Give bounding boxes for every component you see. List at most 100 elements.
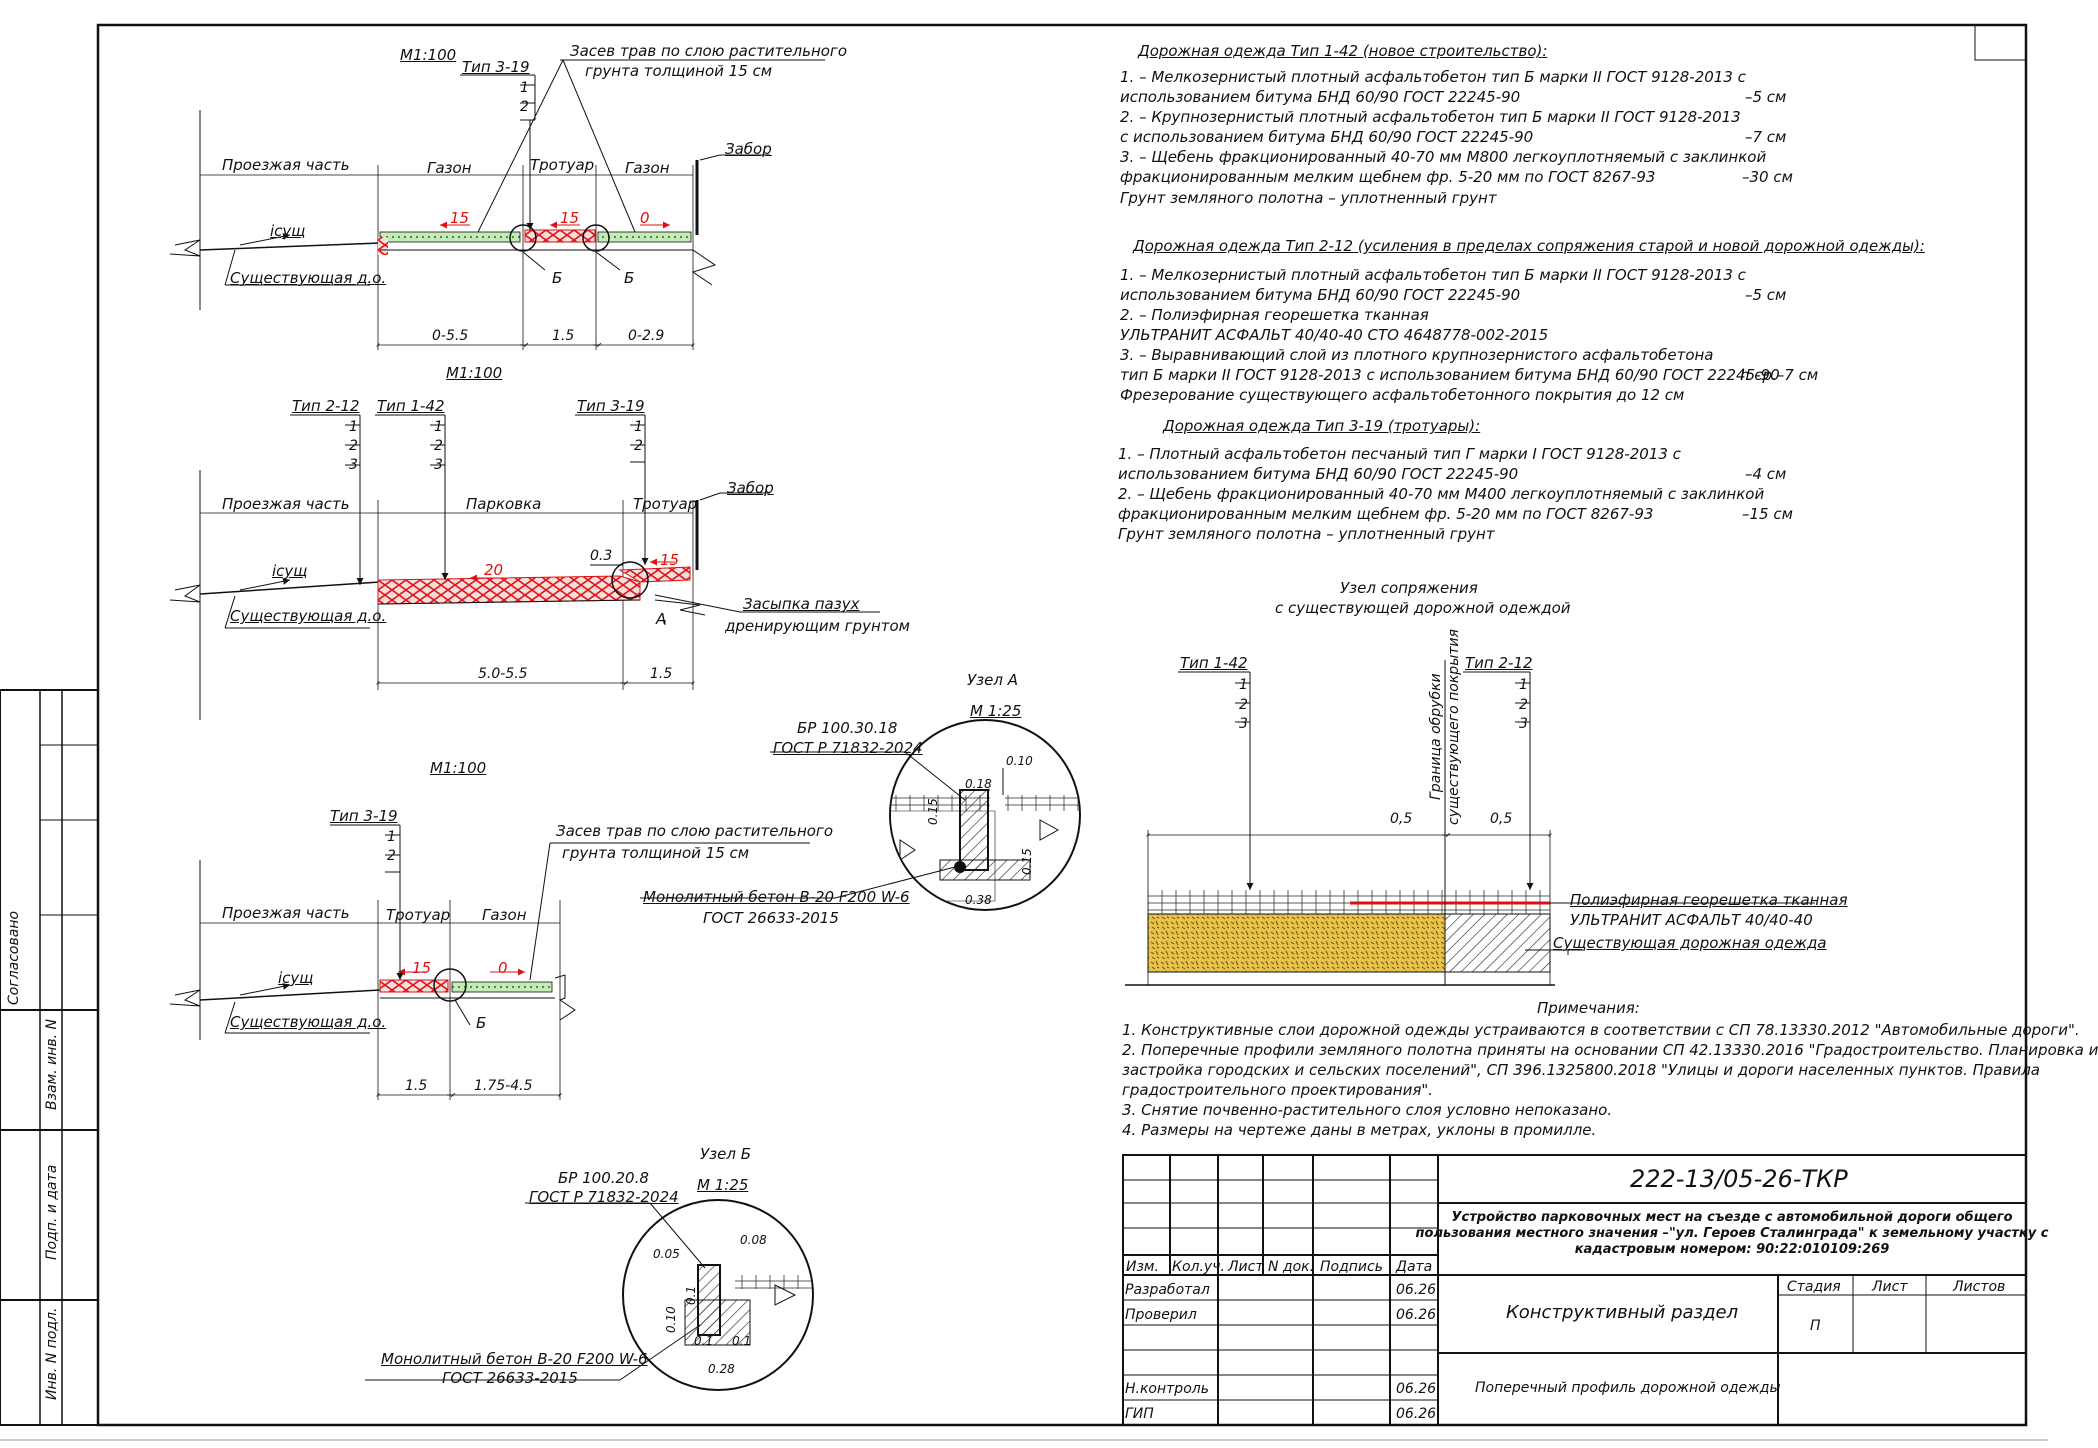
s2-gap: 0.3 <box>590 548 613 564</box>
s3-slope-var: iсущ <box>278 969 314 987</box>
junction-type-a: Тип 1-42 <box>1180 654 1248 672</box>
spec-3-title: Дорожная одежда Тип 3-19 (тротуары): <box>1163 417 1481 435</box>
tb-header-sign: Подпись <box>1320 1259 1383 1275</box>
tb-date: 06.26 <box>1396 1307 1437 1323</box>
spec-3-thk: –15 см <box>1742 505 1793 523</box>
junction-existing: Существующая дорожная одежда <box>1553 934 1827 952</box>
s3-grass-note-2: грунта толщиной 15 см <box>562 844 750 862</box>
s2-zone-parking: Парковка <box>466 495 542 513</box>
s1-layer-2: 2 <box>520 99 529 115</box>
spec-2-line: 1. – Мелкозернистый плотный асфальтобето… <box>1120 266 1746 284</box>
junction-geogrid-1: Полиэфирная георешетка тканная <box>1570 891 1848 909</box>
spec-1-line: использованием битума БНД 60/90 ГОСТ 222… <box>1120 88 1521 106</box>
s2-scale: M1:100 <box>446 364 503 382</box>
s3-scale: M1:100 <box>430 759 487 777</box>
s2-type-a: Тип 2-12 <box>292 397 360 415</box>
s3-grass-note-1: Засев трав по слою растительного <box>556 822 833 840</box>
spec-3-thk: –4 см <box>1745 465 1787 483</box>
project-title-line-1: Устройство парковочных мест на съезде с … <box>1451 1210 2013 1225</box>
s2-fill-note-1: Засыпка пазух <box>743 595 860 613</box>
spec-3-line: фракционированным мелким щебнем фр. 5-20… <box>1118 505 1654 523</box>
s2-fence: Забор <box>727 479 774 497</box>
section-name: Конструктивный раздел <box>1506 1302 1739 1323</box>
node-a-title: Узел А <box>967 671 1018 689</box>
note-line: 4. Размеры на чертеже даны в метрах, укл… <box>1122 1121 1597 1139</box>
spec-1-line: Грунт земляного полотна – уплотненный гр… <box>1120 189 1497 207</box>
junction-title-2: с существующей дорожной одеждой <box>1275 599 1571 617</box>
spec-2-line: УЛЬТРАНИТ АСФАЛЬТ 40/40-40 СТО 4648778-0… <box>1120 326 1549 344</box>
note-line: застройка городских и сельских поселений… <box>1122 1061 2040 1079</box>
spec-1-line: 3. – Щебень фракционированный 40-70 мм М… <box>1120 148 1767 166</box>
node-a-detail <box>640 719 1081 911</box>
s3-node: Б <box>476 1014 487 1032</box>
s1-dim-1: 0-5.5 <box>432 328 469 344</box>
spec-1-thk: –5 см <box>1745 88 1787 106</box>
s2-type-a-l3: 3 <box>349 457 358 473</box>
s3-zone-walk: Тротуар <box>386 906 451 924</box>
doc-code: 222-13/05-26-ТКР <box>1630 1165 1848 1193</box>
s2-type-a-l2: 2 <box>349 438 358 454</box>
tb-stage-value: П <box>1810 1318 1821 1334</box>
junction-type-a-l1: 1 <box>1239 677 1248 693</box>
s2-type-b-l2: 2 <box>434 438 443 454</box>
stamp-replace-inv: Взам. инв. N <box>44 1019 60 1110</box>
stamp-inv-orig: Инв. N подл. <box>44 1307 60 1401</box>
s1-slope-3: 0 <box>640 209 650 227</box>
s1-grass-note-1: Засев трав по слою растительного <box>570 42 847 60</box>
junction-title-1: Узел сопряжения <box>1340 579 1478 597</box>
junction-geogrid-2: УЛЬТРАНИТ АСФАЛЬТ 40/40-40 <box>1570 911 1813 929</box>
junction-cut-1: Граница обрубки <box>1428 673 1444 800</box>
s3-dim-2: 1.75-4.5 <box>474 1078 533 1094</box>
tb-date: 06.26 <box>1396 1406 1437 1422</box>
s3-existing: Существующая д.о. <box>230 1013 387 1031</box>
node-b-curb-1: БР 100.20.8 <box>558 1169 649 1187</box>
s2-type-b-l1: 1 <box>434 419 443 435</box>
note-line: 1. Конструктивные слои дорожной одежды у… <box>1122 1021 2080 1039</box>
section-2-profile <box>169 414 880 720</box>
s1-slope-1: 15 <box>450 209 470 227</box>
junction-detail <box>1125 660 1815 986</box>
spec-2-line: использованием битума БНД 60/90 ГОСТ 222… <box>1120 286 1521 304</box>
node-b-dim-5: 0.1 <box>732 1334 752 1348</box>
s2-zone-road: Проезжая часть <box>222 495 350 513</box>
s1-node-2: Б <box>624 269 635 287</box>
note-line: 3. Снятие почвенно-растительного слоя ус… <box>1122 1101 1613 1119</box>
project-title-line-2: пользования местного значения –"ул. Геро… <box>1415 1226 2049 1241</box>
s2-node: А <box>656 610 667 628</box>
drawing-sheet <box>0 23 2048 1441</box>
spec-3-line: использованием битума БНД 60/90 ГОСТ 222… <box>1118 465 1519 483</box>
tb-date: 06.26 <box>1396 1381 1437 1397</box>
s2-dim-2: 1.5 <box>650 666 673 682</box>
spec-2-title: Дорожная одежда Тип 2-12 (усиления в пре… <box>1133 237 1925 255</box>
node-a-scale: М 1:25 <box>970 702 1022 720</box>
tb-date: 06.26 <box>1396 1282 1437 1298</box>
notes-title: Примечания: <box>1537 999 1640 1017</box>
title-block <box>1122 1154 2027 1426</box>
junction-type-a-l3: 3 <box>1239 716 1248 732</box>
spec-2-line: тип Б марки II ГОСТ 9128-2013 с использо… <box>1120 366 1780 384</box>
s2-slope-2: 15 <box>660 551 680 569</box>
s2-dim-1: 5.0-5.5 <box>478 666 528 682</box>
spec-1-thk: –7 см <box>1745 128 1787 146</box>
s3-layer-1: 1 <box>387 829 396 845</box>
junction-type-b-l2: 2 <box>1519 697 1528 713</box>
junction-type-b-l3: 3 <box>1519 716 1528 732</box>
s3-layer-2: 2 <box>387 848 396 864</box>
node-b-dim-7: 0.28 <box>708 1362 735 1376</box>
node-b-title: Узел Б <box>700 1145 751 1163</box>
node-a-concrete-1: Монолитный бетон В-20 F200 W-6 <box>643 888 910 906</box>
s1-node-1: Б <box>552 269 563 287</box>
node-b-dim-6: 0.1 <box>684 1285 698 1305</box>
spec-2-thk: h ср.–7 см <box>1740 366 1819 384</box>
s3-slope-2: 0 <box>498 959 508 977</box>
tb-header-count: Кол.уч. <box>1172 1259 1225 1275</box>
spec-2-line: 3. – Выравнивающий слой из плотного круп… <box>1120 346 1714 364</box>
spec-3-line: 2. – Щебень фракционированный 40-70 мм М… <box>1118 485 1765 503</box>
s1-existing: Существующая д.о. <box>230 269 387 287</box>
spec-3-line: 1. – Плотный асфальтобетон песчаный тип … <box>1118 445 1681 463</box>
s1-zone-road: Проезжая часть <box>222 156 350 174</box>
s3-slope-1: 15 <box>412 959 432 977</box>
node-b-concrete-1: Монолитный бетон В-20 F200 W-6 <box>381 1350 648 1368</box>
s2-slope-var: iсущ <box>272 562 308 580</box>
junction-type-b: Тип 2-12 <box>1465 654 1533 672</box>
